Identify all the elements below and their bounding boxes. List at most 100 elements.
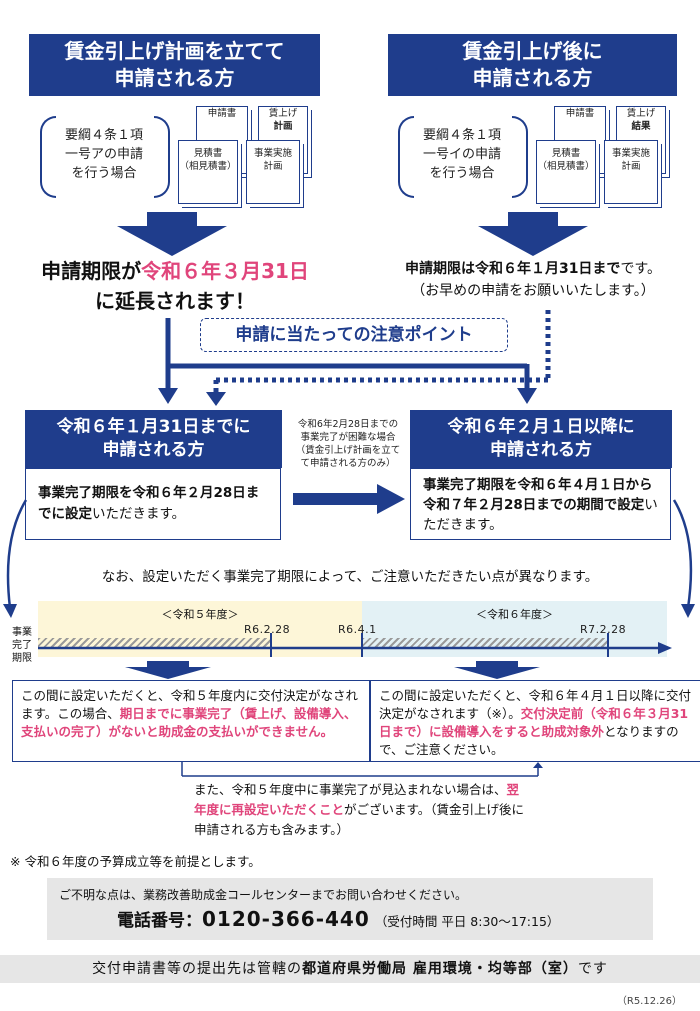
note-box-right: この間に設定いただくと、令和６年４月１日以降に交付決定がなされます（※）。交付決… <box>370 680 700 762</box>
left-bracket-line3: を行う場合 <box>71 166 137 181</box>
timeline-hatch-right <box>362 638 608 648</box>
doc-label: 申請書 <box>207 108 237 119</box>
mid-right-body: 事業完了期限を令和６年４月１日から令和７年２月28日までの期間で設定いただきます… <box>410 468 671 540</box>
mid-right-body-rest: いただきます。 <box>423 497 658 533</box>
side-curve-arrows <box>3 499 695 618</box>
right-bracket-close <box>512 116 528 198</box>
doc-label: 見積書 <box>193 148 223 159</box>
doc-label: 事業実施 <box>253 148 292 159</box>
contact-hours: （受付時間 平日 8:30～17:15） <box>374 914 560 929</box>
submit-suffix: です <box>577 961 608 977</box>
contact-box: ご不明な点は、業務改善助成金コールセンターまでお問い合わせください。 電話番号：… <box>47 878 653 940</box>
left-deadline-suffix: に延長されます！ <box>95 289 255 313</box>
timeline-axis <box>38 642 672 654</box>
mid-left-title-line2: 申請される方 <box>102 440 205 460</box>
right-doc-estimate: 見積書 （相見積書） <box>536 140 596 204</box>
notice-text: なお、設定いただく事業完了期限によって、ご注意いただきたい点が異なります。 <box>0 565 700 585</box>
timeline-side-2: 完了 <box>12 640 32 651</box>
left-title-box: 賃金引上げ計画を立てて 申請される方 <box>29 34 320 96</box>
right-arrow <box>293 484 405 514</box>
right-bracket-line3: を行う場合 <box>429 166 495 181</box>
right-title-line1: 賃金引上げ後に <box>462 39 603 63</box>
right-deadline-rest: です。 <box>620 261 662 277</box>
doc-label: 見積書 <box>551 148 581 159</box>
left-down-arrow <box>117 212 227 256</box>
left-deadline-prefix: 申請期限が <box>41 259 142 283</box>
mid-left-body: 事業完了期限を令和６年２月28日までに設定いただきます。 <box>25 468 281 540</box>
mid-left-body-rest: いただきます。 <box>92 506 186 522</box>
right-title-line2: 申請される方 <box>472 66 593 90</box>
doc-label: 申請書 <box>565 108 595 119</box>
left-deadline: 申請期限が令和６年３月31日 に延長されます！ <box>20 256 330 316</box>
doc-label: （相見積書） <box>179 161 237 172</box>
contact-phone-number[interactable]: 0120-366-440 <box>202 907 370 931</box>
left-title-line1: 賃金引上げ計画を立てて <box>64 39 285 63</box>
label-r6-4-1: R6.4.1 <box>338 623 377 636</box>
middle-note-line3: （賃金引上げ計画を立て <box>295 445 401 456</box>
mid-left-title-line1: 令和６年１月31日までに <box>56 417 251 437</box>
left-bracket-text: 要綱４条１項 一号アの申請 を行う場合 <box>54 126 154 183</box>
left-doc-estimate: 見積書 （相見積書） <box>178 140 238 204</box>
doc-label: 事業実施 <box>611 148 650 159</box>
mid-left-body-bold: 事業完了期限を令和６年２月28日までに設定 <box>38 485 260 522</box>
bottom-note-normal1: また、令和５年度中に事業完了が見込まれない場合は、 <box>194 782 507 797</box>
right-deadline-note: （お早めの申請をお願いいたします。） <box>411 283 655 299</box>
right-down-arrow <box>478 212 588 256</box>
left-doc-implement: 事業実施 計画 <box>246 140 300 204</box>
mid-right-title-line2: 申請される方 <box>490 440 592 460</box>
doc-label: 計画 <box>263 161 283 172</box>
submit-bold: 都道府県労働局 雇用環境・均等部（室） <box>302 961 578 977</box>
timeline-side-3: 期限 <box>12 653 32 664</box>
bottom-note-normal2: がございます。（賃金引上げ後に申請される方も含みます。） <box>194 802 525 837</box>
contact-phone-row: 電話番号：0120-366-440 （受付時間 平日 8:30～17:15） <box>117 906 559 931</box>
right-deadline: 申請期限は令和６年１月31日までです。 （お早めの申請をお願いいたします。） <box>370 258 696 302</box>
left-bracket-close <box>154 116 170 198</box>
caution-label: 申請に当たっての注意ポイント <box>200 318 508 352</box>
timeline-side-label: 事業 完了 期限 <box>8 626 36 665</box>
fy5-label-text: ＜令和５年度＞ <box>161 608 239 621</box>
mid-right-title: 令和６年２月１日以降に 申請される方 <box>410 410 672 468</box>
note-left-pink: 期日までに事業完了（賃上げ、設備導入、支払いの完了）がないと助成金の支払いができ… <box>21 706 357 739</box>
right-deadline-bold: 申請期限は令和６年１月31日まで <box>404 261 621 277</box>
doc-label: （相見積書） <box>537 161 595 172</box>
doc-label: 計画 <box>273 121 293 132</box>
note-left-normal: この間に設定いただくと、令和５年度内に交付決定がなされます。この場合、 <box>21 688 359 721</box>
submit-prefix: 交付申請書等の提出先は管轄の <box>92 961 303 977</box>
middle-note-line4: て申請される方のみ） <box>300 458 396 469</box>
note-box-left: この間に設定いただくと、令和５年度内に交付決定がなされます。この場合、期日までに… <box>12 680 370 762</box>
right-bracket-text: 要綱４条１項 一号イの申請 を行う場合 <box>412 126 512 183</box>
label-r6-2-28: R6.2.28 <box>244 623 291 636</box>
asterisk-note: ※ 令和６年度の予算成立等を前提とします。 <box>10 851 261 870</box>
date-stamp: （R5.12.26） <box>617 992 682 1007</box>
doc-label: 計画 <box>621 161 641 172</box>
doc-label: 賃上げ <box>268 108 298 119</box>
left-title-line2: 申請される方 <box>114 66 235 90</box>
doc-label: 結果 <box>631 121 651 132</box>
timeline-down-arrow-left <box>125 661 211 679</box>
right-bracket-line1: 要綱４条１項 <box>422 128 501 143</box>
bottom-note: また、令和５年度中に事業完了が見込まれない場合は、翌年度に再設定いただくことがご… <box>194 780 530 840</box>
right-title-box: 賃金引上げ後に 申請される方 <box>388 34 677 96</box>
note-right-pink: 交付決定前（令和６年３月31日まで）に設備導入をすると助成対象外 <box>379 706 689 739</box>
fy5-label: ＜令和５年度＞ <box>38 606 362 622</box>
mid-right-body-bold: 事業完了期限を令和６年４月１日から令和７年２月28日までの期間で設定 <box>423 477 653 513</box>
tick-r6-2-28 <box>270 633 272 657</box>
fy6-label: ＜令和６年度＞ <box>362 606 667 622</box>
tick-r7-2-28 <box>607 633 609 657</box>
flow-connectors <box>158 310 551 406</box>
middle-note-line1: 令和6年2月28日までの <box>297 419 399 430</box>
mid-left-title: 令和６年１月31日までに 申請される方 <box>25 410 282 468</box>
notice-text-content: なお、設定いただく事業完了期限によって、ご注意いただきたい点が異なります。 <box>101 569 599 585</box>
left-bracket-line2: 一号アの申請 <box>64 147 143 162</box>
caution-label-text: 申請に当たっての注意ポイント <box>235 325 473 345</box>
asterisk-note-text: ※ 令和６年度の予算成立等を前提とします。 <box>10 854 261 869</box>
left-bracket-line1: 要綱４条１項 <box>64 128 143 143</box>
doc-label: 賃上げ <box>626 108 656 119</box>
note-right-normal2: となりますので、ご注意ください。 <box>379 724 679 757</box>
contact-phone-label: 電話番号： <box>117 911 202 931</box>
right-doc-implement: 事業実施 計画 <box>604 140 658 204</box>
tick-r6-4-1 <box>361 633 363 657</box>
middle-note-line2: 事業完了が困難な場合 <box>300 432 396 443</box>
fy6-label-text: ＜令和６年度＞ <box>476 608 553 621</box>
timeline-down-arrow-right <box>454 661 540 679</box>
